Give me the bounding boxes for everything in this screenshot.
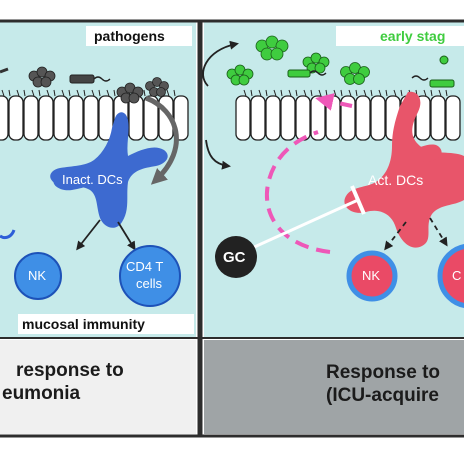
- gc-circle: [215, 236, 257, 278]
- pink-dashed-arrow: [315, 93, 353, 111]
- left-edge-arrow: [0, 229, 16, 240]
- green-coccus: [439, 55, 449, 65]
- dc-to-nk-dashed-arrow: [384, 221, 407, 251]
- gc-label: GC: [223, 249, 246, 266]
- green-pathogen-cluster: [226, 64, 254, 86]
- right-caption-line1: Response to: [326, 362, 441, 383]
- green-rod-bacterium: [287, 69, 311, 78]
- active-dc-shape: [344, 91, 464, 248]
- gc-inhibition-bar: [350, 185, 366, 215]
- nk-label: NK: [28, 268, 47, 283]
- gray-pathogen-cluster: [116, 82, 144, 104]
- stage-label-box: [336, 26, 464, 46]
- incoming-arrow: [202, 40, 239, 87]
- pathogens-label: pathogens: [94, 28, 165, 44]
- gray-pathogen-cluster: [145, 77, 169, 97]
- inactive-dc-arm: [53, 172, 96, 191]
- pink-dashed-loop: [264, 130, 331, 254]
- nk-cell-activated: [346, 250, 398, 302]
- pathogens-label-box: [86, 26, 192, 46]
- green-rod-bacterium: [429, 79, 455, 88]
- right-epithelium: [235, 95, 461, 141]
- mucosal-label-box: [18, 314, 194, 334]
- inactive-dc-label: Inact. DCs: [62, 172, 123, 187]
- gray-rod-bacterium: [69, 74, 95, 84]
- inactive-dc-shape: [50, 112, 168, 228]
- gray-flagellum: [93, 76, 111, 82]
- nk-activated-label: NK: [362, 268, 381, 283]
- cd4-t-cell: [119, 245, 181, 307]
- right-caption-bg: [204, 340, 464, 434]
- mucosal-immunity-label: mucosal immunity: [22, 316, 145, 332]
- green-pathogen-cluster: [255, 35, 289, 61]
- right-caption-line2: (ICU-acquire: [326, 384, 439, 406]
- early-stage-label: early stag: [380, 28, 446, 44]
- gc-inhibition-line: [251, 198, 359, 250]
- incoming-arrow: [205, 139, 231, 170]
- cd4-activated-label: C: [452, 268, 462, 283]
- active-dc-arm: [410, 144, 442, 162]
- dc-to-cd4-arrow: [117, 221, 136, 251]
- left-caption-bg: [0, 340, 196, 434]
- active-dc-label: Act. DCs: [368, 172, 424, 188]
- dc-to-nk-arrow: [76, 219, 101, 251]
- green-pathogen-cluster: [340, 62, 370, 85]
- cd4-label: CD4 T: [126, 259, 164, 274]
- right-caption: Response to (ICU-acquire: [326, 362, 440, 408]
- green-flagellum: [411, 75, 429, 81]
- left-caption: response to eumonia: [2, 360, 124, 406]
- left-caption-line1: response to: [16, 360, 124, 381]
- cd4-t-cell-activated: [437, 244, 464, 308]
- left-caption-line2: eumonia: [2, 382, 81, 404]
- right-cilia: [243, 89, 448, 97]
- cd4-cells-label: cells: [136, 276, 163, 291]
- gray-partial-bacterium: [0, 67, 9, 74]
- gray-pathogen-cluster: [28, 66, 56, 88]
- nk-cell: [14, 252, 62, 300]
- gray-curved-arrow: [145, 95, 179, 185]
- green-flagellum: [309, 70, 327, 76]
